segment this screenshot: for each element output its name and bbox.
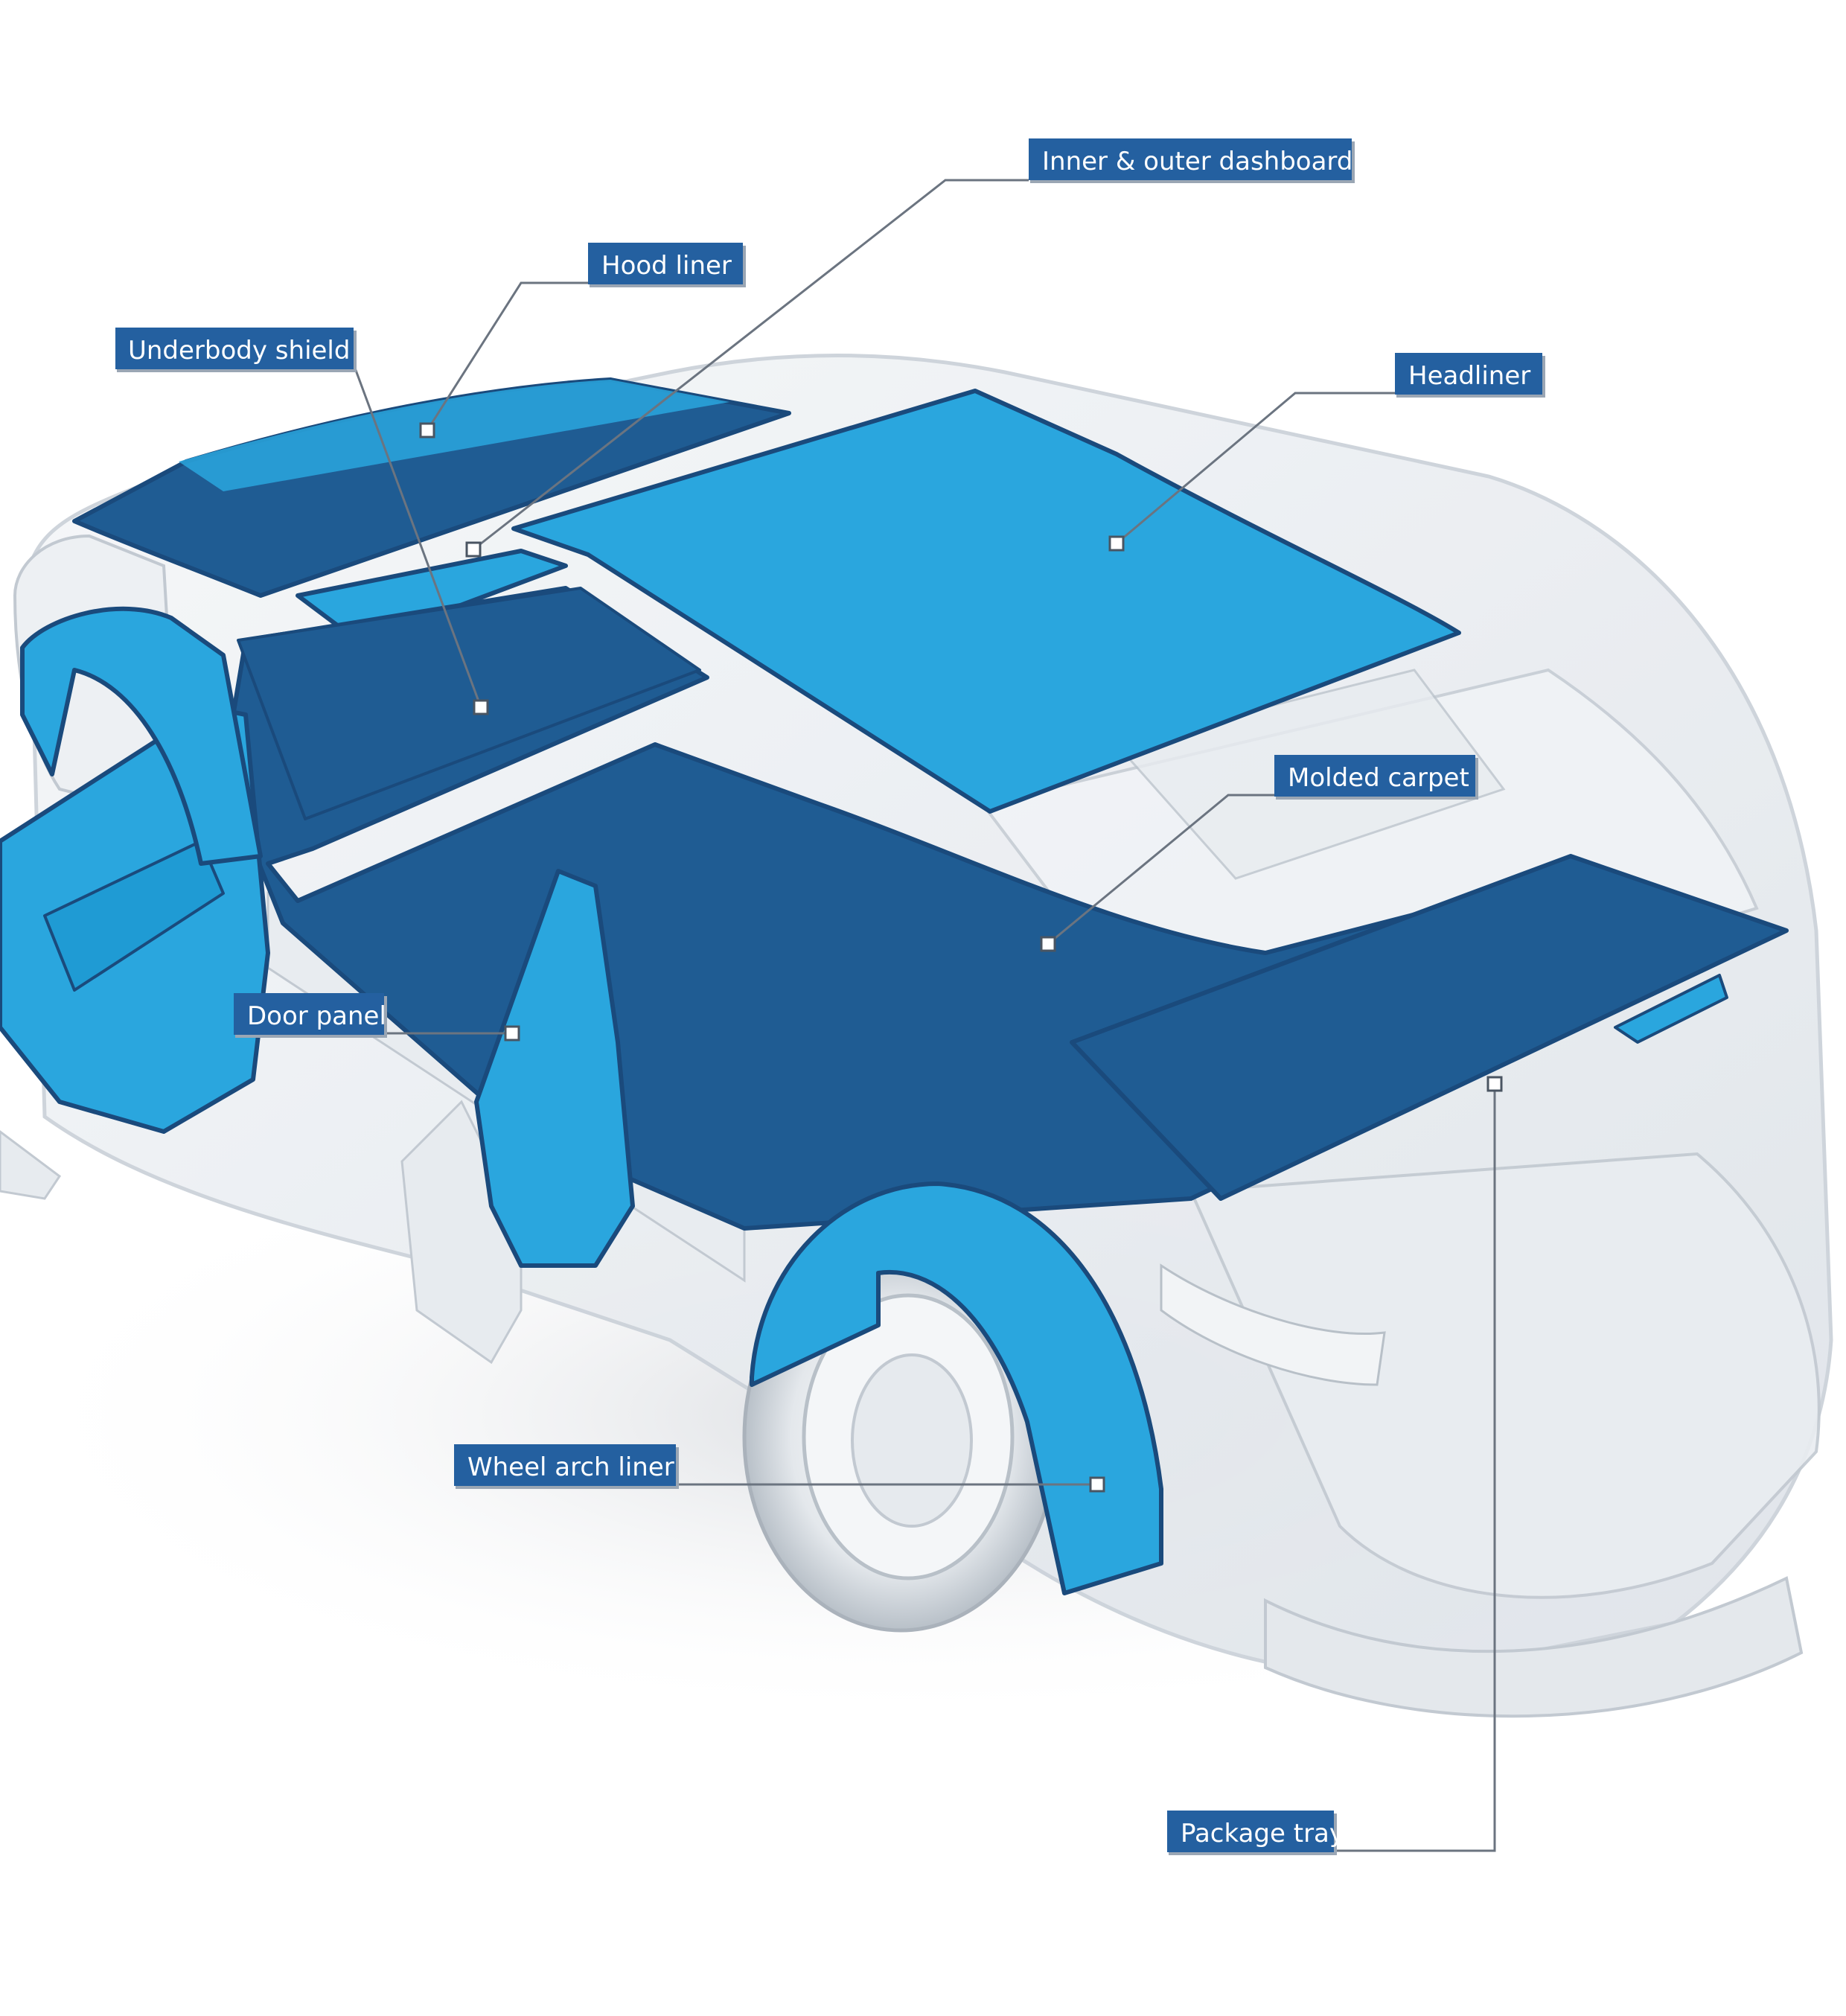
callout-package-tray: Package tray (1167, 1811, 1344, 1855)
rear-wheel-arch-part (750, 1181, 1163, 1595)
anchor-door-panel (504, 1025, 520, 1042)
anchor-underbody-shield (473, 699, 489, 715)
rear-bumper (1264, 1576, 1804, 1718)
leader-inner-outer-dashboard (473, 179, 1029, 551)
front-door-panel-armrest (43, 840, 225, 992)
callout-molded-carpet: Molded carpet (1274, 755, 1478, 800)
label-wheel-arch-liner: Wheel arch liner (467, 1452, 674, 1482)
rear-hub (851, 1353, 973, 1528)
leader-lines (353, 179, 1503, 1852)
leader-underbody-shield (353, 366, 482, 708)
label-underbody-shield: Underbody shield (128, 336, 350, 366)
label-headliner: Headliner (1408, 361, 1530, 391)
label-door-panel: Door panel (247, 1001, 386, 1031)
leader-headliner (1116, 392, 1395, 545)
anchor-package-tray (1486, 1076, 1503, 1092)
label-hood-liner: Hood liner (601, 251, 732, 281)
anchor-wheel-arch-liner (1089, 1476, 1105, 1493)
car-rear-section (1189, 1152, 1821, 1599)
front-door-lower (0, 1130, 62, 1200)
headliner-part (511, 389, 1461, 814)
hood-liner-highlight (179, 380, 729, 491)
underbody-shield-part (237, 587, 701, 820)
anchor-hood-liner (419, 422, 435, 438)
tail-light (1160, 1263, 1386, 1386)
anchor-molded-carpet (1040, 936, 1056, 952)
label-package-tray: Package tray (1181, 1819, 1344, 1848)
package-tray-part (1070, 854, 1789, 1201)
callout-door-panel: Door panel (234, 993, 387, 1038)
leader-package-tray (1335, 1084, 1496, 1852)
label-molded-carpet: Molded carpet (1288, 763, 1469, 793)
leader-molded-carpet (1047, 794, 1274, 945)
package-tray-lip (1614, 974, 1728, 1044)
callout-headliner: Headliner (1395, 353, 1545, 398)
callout-hood-liner: Hood liner (588, 243, 746, 287)
rear-door-panel-part (474, 869, 635, 1268)
callout-inner-outer-dashboard: Inner & outer dashboard (1029, 138, 1355, 183)
label-inner-outer-dashboard: Inner & outer dashboard (1042, 147, 1352, 176)
front-wheel-arch-part (20, 606, 263, 866)
leader-hood-liner (426, 281, 588, 431)
anchor-inner-outer-dashboard (465, 541, 482, 558)
highlighted-parts (0, 377, 1789, 1595)
callout-labels: Inner & outer dashboard Hood liner Under… (115, 138, 1545, 1855)
callout-wheel-arch-liner: Wheel arch liner (454, 1444, 679, 1489)
callout-underbody-shield: Underbody shield (115, 328, 357, 372)
anchor-headliner (1108, 535, 1125, 552)
